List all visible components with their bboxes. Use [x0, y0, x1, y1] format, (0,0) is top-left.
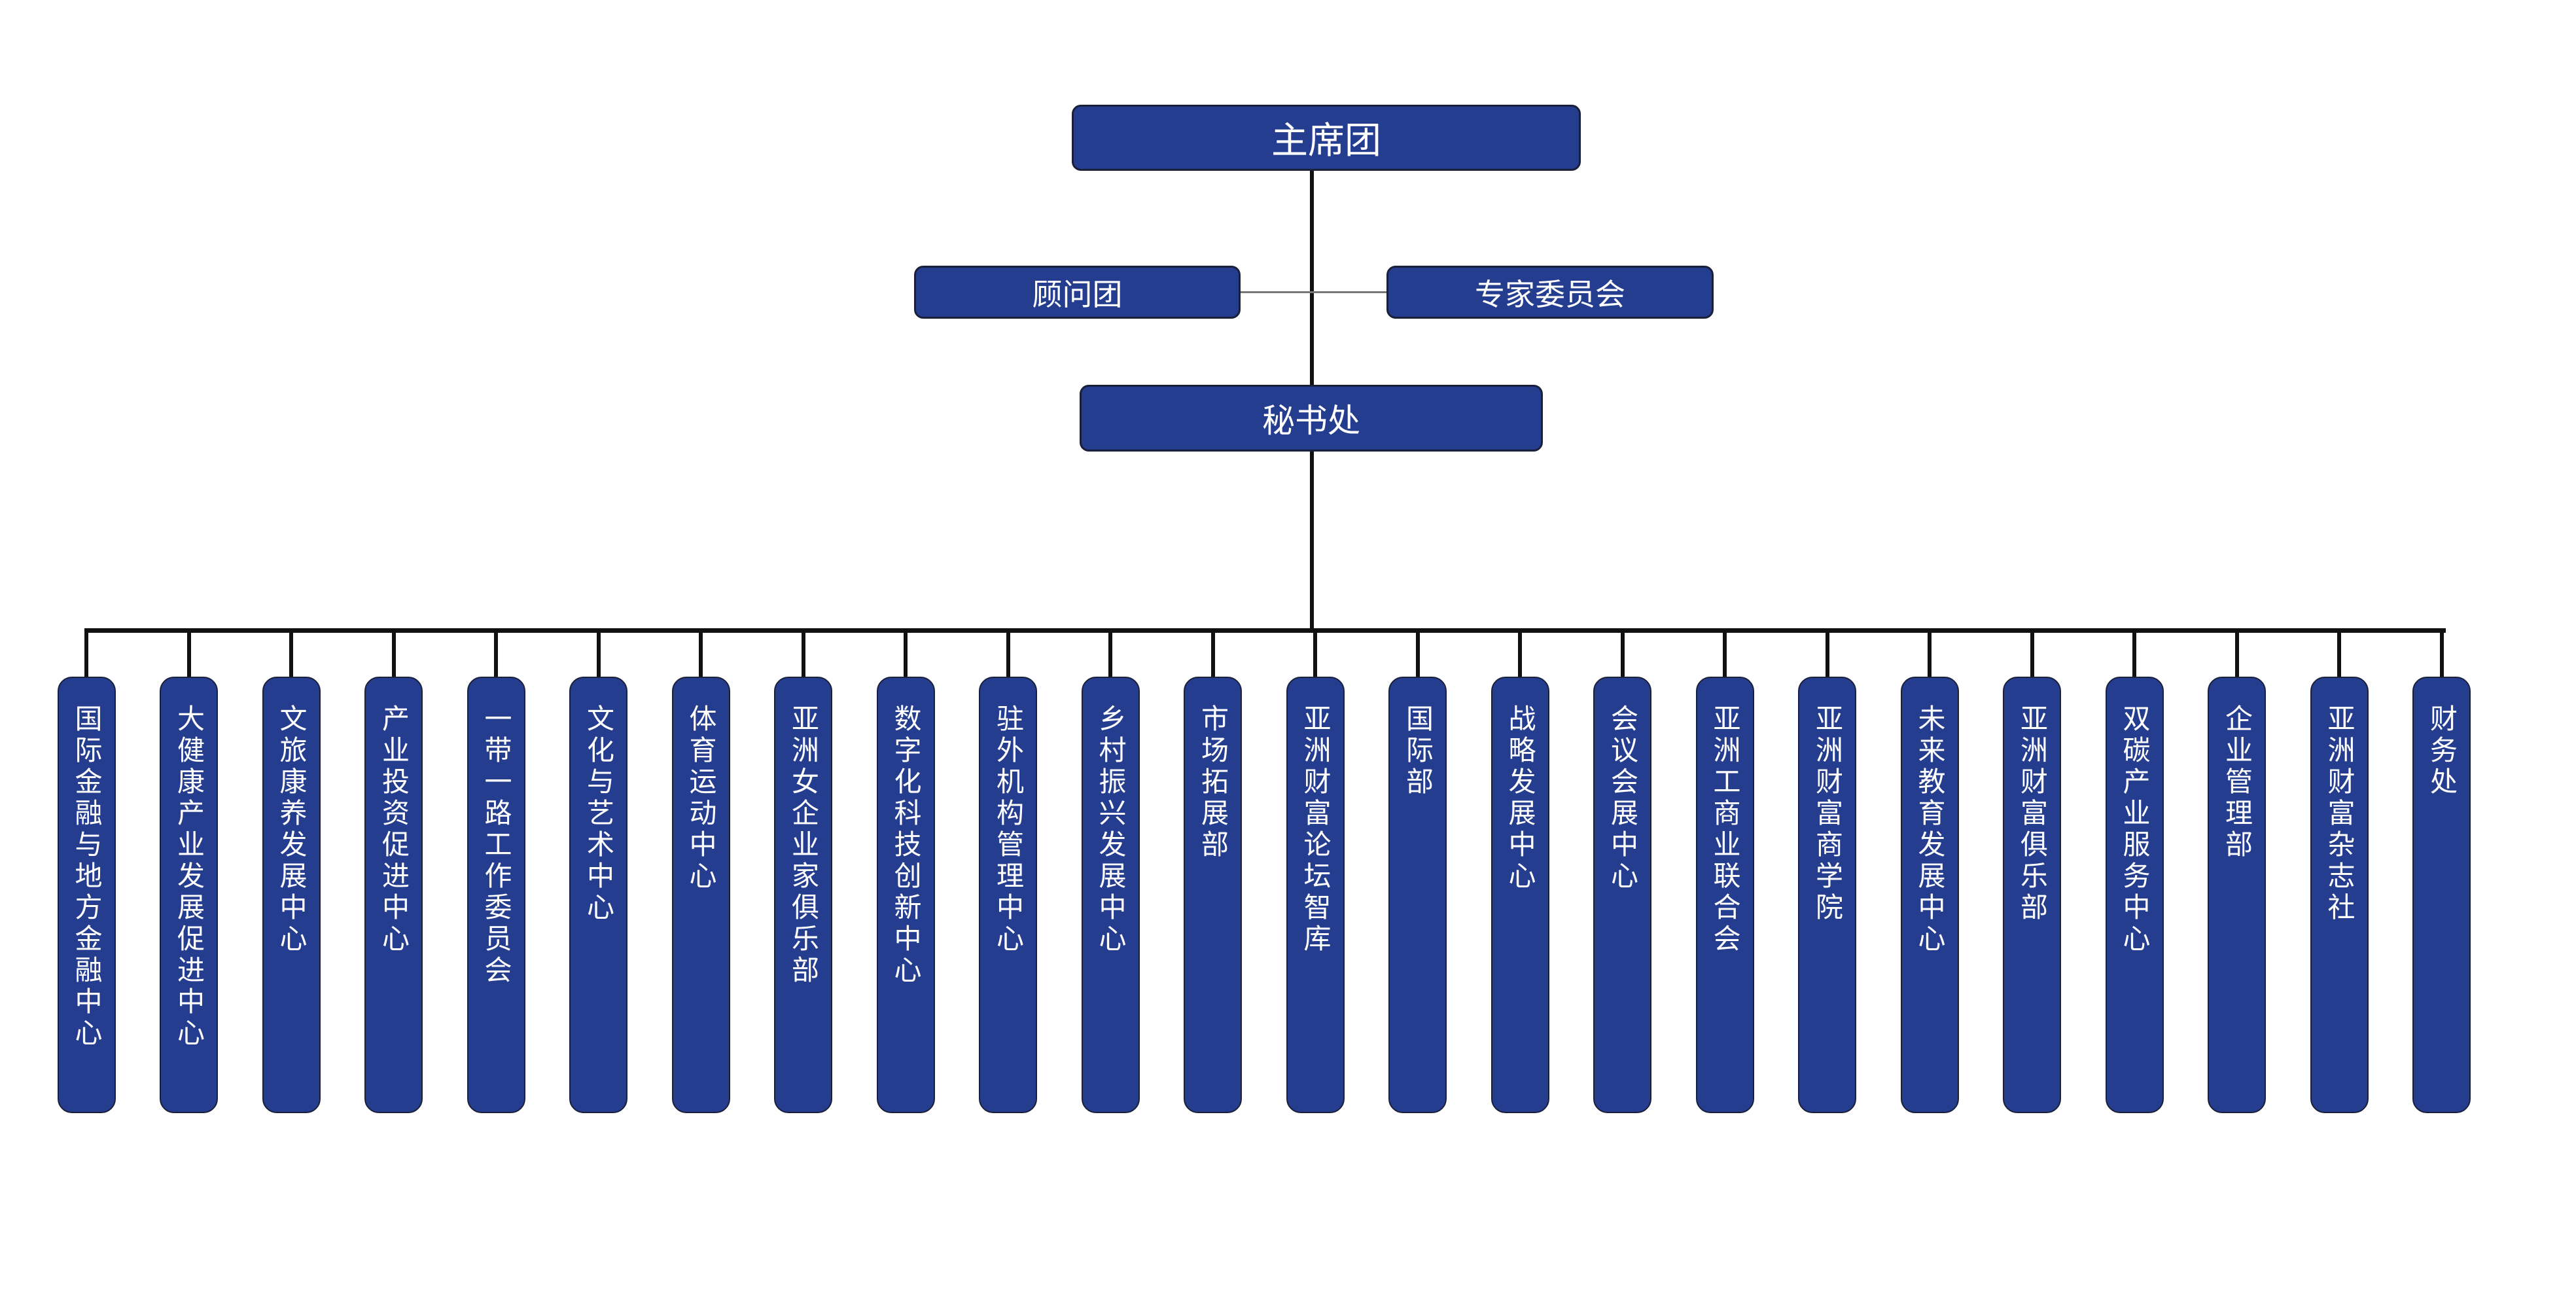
- department-box[interactable]: 亚洲财富俱乐部: [2003, 677, 2061, 1113]
- department-label: 市场拓展部: [1197, 704, 1229, 861]
- department-connector-line: [1313, 630, 1317, 678]
- department-label: 未来教育发展中心: [1914, 704, 1946, 955]
- department-label: 一带一路工作委员会: [480, 704, 512, 987]
- department-label: 乡村振兴发展中心: [1095, 704, 1127, 955]
- department-label: 亚洲工商业联合会: [1709, 704, 1741, 955]
- department-label: 亚洲财富商学院: [1811, 704, 1844, 924]
- presidium-box[interactable]: 主席团: [1072, 105, 1581, 171]
- department-label: 亚洲财富论坛智库: [1299, 704, 1332, 955]
- department-label: 战略发展中心: [1504, 704, 1536, 893]
- department-connector-line: [1518, 630, 1522, 678]
- department-connector-line: [1723, 630, 1727, 678]
- secretariat-box[interactable]: 秘书处: [1080, 385, 1543, 452]
- department-box[interactable]: 亚洲财富论坛智库: [1286, 677, 1345, 1113]
- department-box[interactable]: 亚洲工商业联合会: [1695, 677, 1754, 1113]
- department-connector-line: [1006, 630, 1010, 678]
- advisors-box[interactable]: 顾问团: [914, 266, 1241, 319]
- department-connector-line: [186, 630, 191, 678]
- department-connector-line: [596, 630, 601, 678]
- department-box[interactable]: 国际金融与地方金融中心: [57, 677, 116, 1113]
- secretariat-label: 秘书处: [1262, 402, 1360, 440]
- department-box[interactable]: 会议会展中心: [1593, 677, 1651, 1113]
- department-box[interactable]: 企业管理部: [2208, 677, 2266, 1113]
- presidium-label: 主席团: [1271, 120, 1381, 162]
- department-box[interactable]: 体育运动中心: [671, 677, 730, 1113]
- department-connector-line: [2132, 630, 2136, 678]
- department-connector-line: [2234, 630, 2239, 678]
- department-box[interactable]: 文化与艺术中心: [569, 677, 627, 1113]
- department-connector-line: [1928, 630, 1932, 678]
- experts-box[interactable]: 专家委员会: [1386, 266, 1714, 319]
- department-box[interactable]: 一带一路工作委员会: [467, 677, 525, 1113]
- department-label: 大健康产业发展促进中心: [173, 704, 205, 1050]
- department-box[interactable]: 文旅康养发展中心: [262, 677, 321, 1113]
- advisor-connector-line: [1241, 291, 1386, 293]
- department-label: 文化与艺术中心: [582, 704, 615, 924]
- department-label: 企业管理部: [2221, 704, 2253, 861]
- department-connector-line: [84, 630, 88, 678]
- department-box[interactable]: 财务处: [2412, 677, 2471, 1113]
- department-connector-line: [1210, 630, 1215, 678]
- department-bus-line: [84, 628, 2446, 633]
- department-connector-line: [904, 630, 908, 678]
- department-label: 体育运动中心: [685, 704, 717, 893]
- department-box[interactable]: 乡村振兴发展中心: [1081, 677, 1140, 1113]
- department-label: 数字化科技创新中心: [890, 704, 922, 987]
- department-box[interactable]: 市场拓展部: [1184, 677, 1242, 1113]
- department-connector-line: [2030, 630, 2034, 678]
- department-label: 产业投资促进中心: [378, 704, 410, 955]
- department-box[interactable]: 大健康产业发展促进中心: [160, 677, 218, 1113]
- department-connector-line: [1620, 630, 1625, 678]
- department-connector-line: [2439, 630, 2444, 678]
- advisors-label: 顾问团: [1032, 276, 1123, 312]
- experts-label: 专家委员会: [1475, 276, 1625, 312]
- department-connector-line: [1415, 630, 1420, 678]
- department-box[interactable]: 数字化科技创新中心: [876, 677, 935, 1113]
- department-box[interactable]: 双碳产业服务中心: [2105, 677, 2164, 1113]
- department-box[interactable]: 产业投资促进中心: [364, 677, 423, 1113]
- department-connector-line: [494, 630, 498, 678]
- department-label: 财务处: [2426, 704, 2458, 798]
- department-box[interactable]: 亚洲女企业家俱乐部: [774, 677, 832, 1113]
- department-label: 会议会展中心: [1606, 704, 1639, 893]
- department-connector-line: [2337, 630, 2341, 678]
- department-label: 文旅康养发展中心: [275, 704, 308, 955]
- department-box[interactable]: 战略发展中心: [1491, 677, 1549, 1113]
- department-label: 亚洲财富杂志社: [2323, 704, 2355, 924]
- department-label: 驻外机构管理中心: [992, 704, 1025, 955]
- department-connector-line: [699, 630, 703, 678]
- department-connector-line: [1108, 630, 1112, 678]
- department-box[interactable]: 国际部: [1388, 677, 1447, 1113]
- department-connector-line: [801, 630, 805, 678]
- department-label: 亚洲女企业家俱乐部: [787, 704, 820, 987]
- department-label: 双碳产业服务中心: [2119, 704, 2151, 955]
- department-box[interactable]: 亚洲财富商学院: [1798, 677, 1856, 1113]
- department-box[interactable]: 未来教育发展中心: [1900, 677, 1959, 1113]
- department-label: 国际金融与地方金融中心: [71, 704, 103, 1050]
- department-label: 亚洲财富俱乐部: [2016, 704, 2049, 924]
- department-box[interactable]: 驻外机构管理中心: [979, 677, 1037, 1113]
- department-connector-line: [1825, 630, 1829, 678]
- department-box[interactable]: 亚洲财富杂志社: [2310, 677, 2369, 1113]
- department-connector-line: [391, 630, 396, 678]
- department-label: 国际部: [1402, 704, 1434, 798]
- department-connector-line: [289, 630, 293, 678]
